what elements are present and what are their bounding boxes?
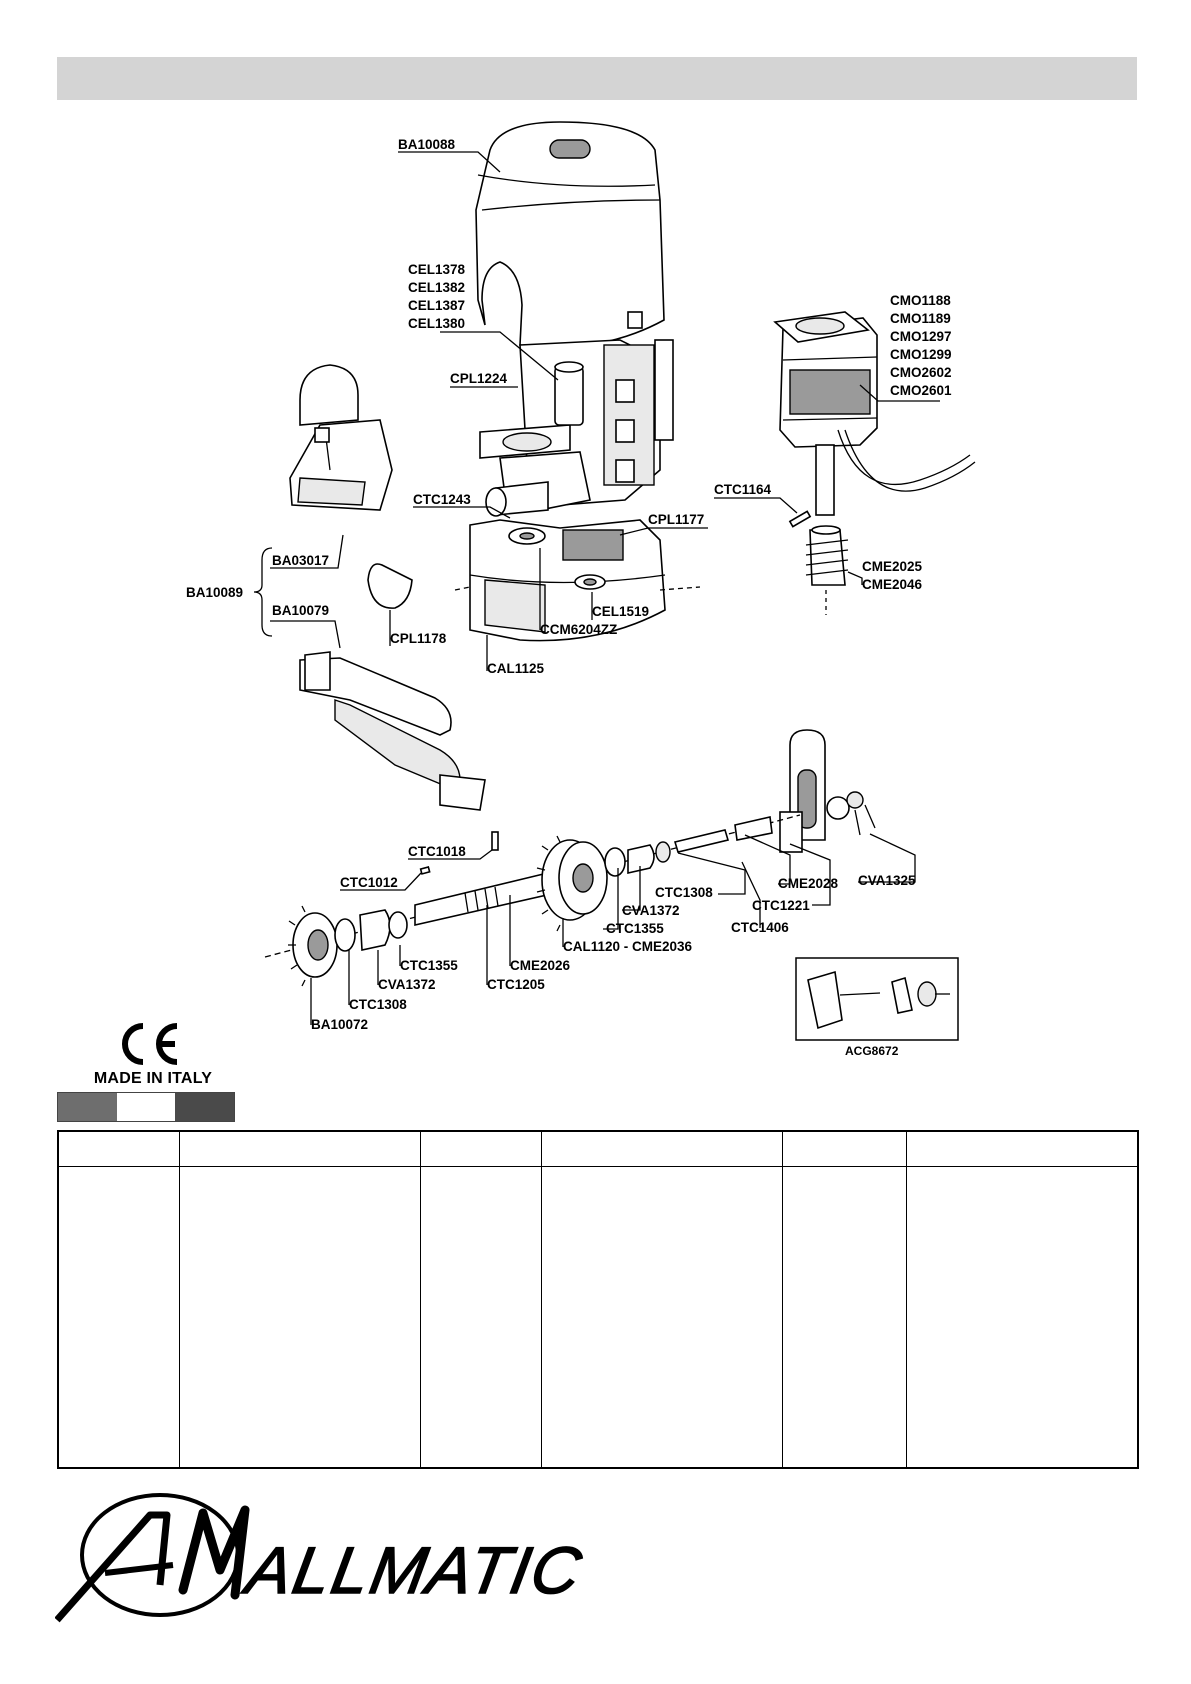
pinion-gear-part [288,905,338,987]
flag-left-stripe [58,1093,117,1121]
label-ctc1355-upper: CTC1355 [606,921,664,936]
ce-mark-icon [122,1023,178,1065]
label-ctc1221: CTC1221 [752,898,810,913]
label-ba10072: BA10072 [311,1017,368,1032]
flag-right-stripe [175,1093,235,1121]
label-ctc1308-upper: CTC1308 [655,885,713,900]
table-column [907,1132,1137,1467]
label-ba10089: BA10089 [186,585,243,600]
label-ctc1164: CTC1164 [714,482,772,497]
label-cva1372-lower: CVA1372 [378,977,436,992]
label-cmo1188: CMO1188 [890,293,951,308]
table-header-cell [907,1132,1137,1167]
label-ctc1406: CTC1406 [731,920,789,935]
table-column [421,1132,542,1467]
parts-table [57,1130,1139,1469]
label-cva1372-upper: CVA1372 [622,903,680,918]
label-cpl1224: CPL1224 [450,371,508,386]
label-ctc1243: CTC1243 [413,492,471,507]
label-ctc1308-lower: CTC1308 [349,997,407,1012]
label-cmo2601: CMO2601 [890,383,952,398]
leader-lines [270,151,940,1025]
label-ba03017: BA03017 [272,553,329,568]
exploded-parts-diagram: BA10088 CEL1378 CEL1382 CEL1387 CEL1380 … [186,121,976,1058]
label-cva1325: CVA1325 [858,873,916,888]
label-cal1125: CAL1125 [487,661,545,676]
label-ctc1018: CTC1018 [408,844,466,859]
table-header-cell [421,1132,541,1167]
allmatic-logo: ALLMATIC [55,1493,589,1623]
cover-housing-part [475,121,665,349]
label-cme2026: CME2026 [510,958,571,973]
key-lock-part [779,729,876,853]
table-column [180,1132,421,1467]
header-bar [57,57,1137,100]
label-cel1382: CEL1382 [408,280,465,295]
label-cal1120-cme2036: CAL1120 - CME2036 [563,939,693,954]
group-brace [253,547,273,637]
label-cel1387: CEL1387 [408,298,465,313]
label-cmo1299: CMO1299 [890,347,952,362]
table-header-cell [180,1132,420,1167]
flag-middle-stripe [116,1093,176,1121]
label-acg8672: ACG8672 [845,1044,899,1058]
label-ctc1012: CTC1012 [340,875,398,890]
label-cme2025: CME2025 [862,559,923,574]
acg8672-inset [795,957,959,1041]
label-cme2046: CME2046 [862,577,923,592]
label-cel1380: CEL1380 [408,316,465,331]
label-cme2028: CME2028 [778,876,839,891]
label-cmo2602: CMO2602 [890,365,952,380]
table-column [783,1132,907,1467]
end-cap-part [367,563,413,609]
table-header-cell [542,1132,782,1167]
part-labels: BA10088 CEL1378 CEL1382 CEL1387 CEL1380 … [186,137,952,1058]
made-in-italy-text: MADE IN ITALY [93,1070,213,1087]
gearmotor-body-part [479,339,674,517]
output-shaft-assembly [264,814,801,987]
label-cel1519: CEL1519 [592,604,649,619]
label-cmo1189: CMO1189 [890,311,951,326]
table-header-cell [783,1132,906,1167]
base-casting-part [454,519,701,642]
brand-wordmark: ALLMATIC [237,1534,588,1607]
label-ba10088: BA10088 [398,137,456,152]
table-column [542,1132,783,1467]
guide-rail-part [299,651,486,811]
italian-flag-badge [57,1092,235,1122]
label-cpl1178: CPL1178 [390,631,447,646]
label-ccm6204zz: CCM6204ZZ [540,622,617,637]
label-cel1378: CEL1378 [408,262,466,277]
table-column [59,1132,180,1467]
label-ctc1205: CTC1205 [487,977,545,992]
label-ba10079: BA10079 [272,603,329,618]
crown-gear-part [536,835,608,932]
electric-motor-part [773,311,976,615]
label-cmo1297: CMO1297 [890,329,952,344]
table-header-cell [59,1132,179,1167]
release-cover-part [289,364,393,511]
label-cpl1177: CPL1177 [648,512,704,527]
label-ctc1355-lower: CTC1355 [400,958,458,973]
